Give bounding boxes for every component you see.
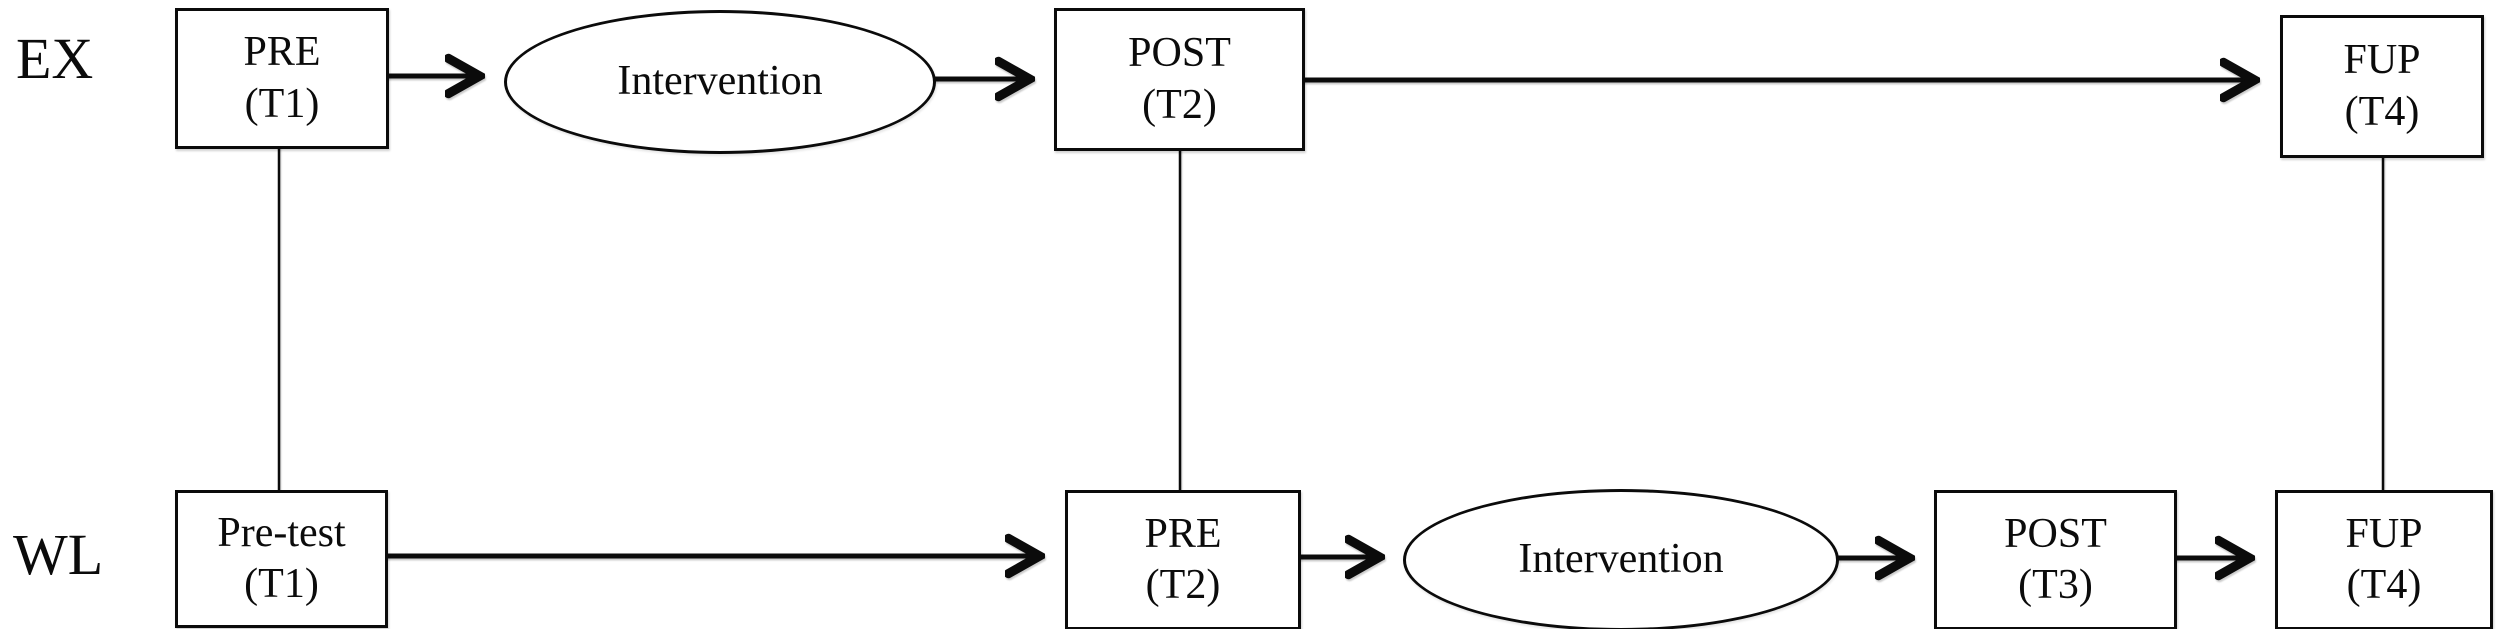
node-ex-pre-t1: PRE (T1)	[175, 8, 389, 149]
row-label-wl: WL	[13, 522, 104, 587]
node-wl-fup-t4: FUP (T4)	[2275, 490, 2493, 629]
node-sublabel: (T3)	[2018, 562, 2093, 608]
node-label: POST	[2004, 510, 2107, 557]
row-label-ex: EX	[16, 26, 94, 91]
node-label: Pre-test	[217, 509, 346, 556]
node-wl-pretest-t1: Pre-test (T1)	[175, 490, 388, 628]
node-sublabel: (T4)	[2346, 562, 2422, 608]
node-label: PRE	[1144, 510, 1222, 557]
node-wl-post-t3: POST (T3)	[1934, 490, 2177, 629]
node-ex-fup-t4: FUP (T4)	[2280, 15, 2484, 158]
node-sublabel: (T1)	[244, 80, 320, 127]
node-label: Intervention	[1518, 536, 1724, 583]
node-wl-intervention: Intervention	[1403, 489, 1839, 629]
node-label: Intervention	[617, 58, 823, 105]
node-wl-pre-t2: PRE (T2)	[1065, 490, 1301, 629]
node-sublabel: (T2)	[1145, 562, 1221, 608]
node-ex-post-t2: POST (T2)	[1054, 8, 1305, 151]
node-sublabel: (T4)	[2344, 88, 2420, 135]
node-sublabel: (T2)	[1142, 81, 1217, 128]
node-label: FUP	[2345, 510, 2423, 557]
node-sublabel: (T1)	[244, 561, 319, 607]
node-label: FUP	[2343, 37, 2421, 84]
node-label: POST	[1128, 30, 1231, 77]
node-label: PRE	[243, 29, 321, 76]
node-ex-intervention: Intervention	[504, 10, 936, 154]
